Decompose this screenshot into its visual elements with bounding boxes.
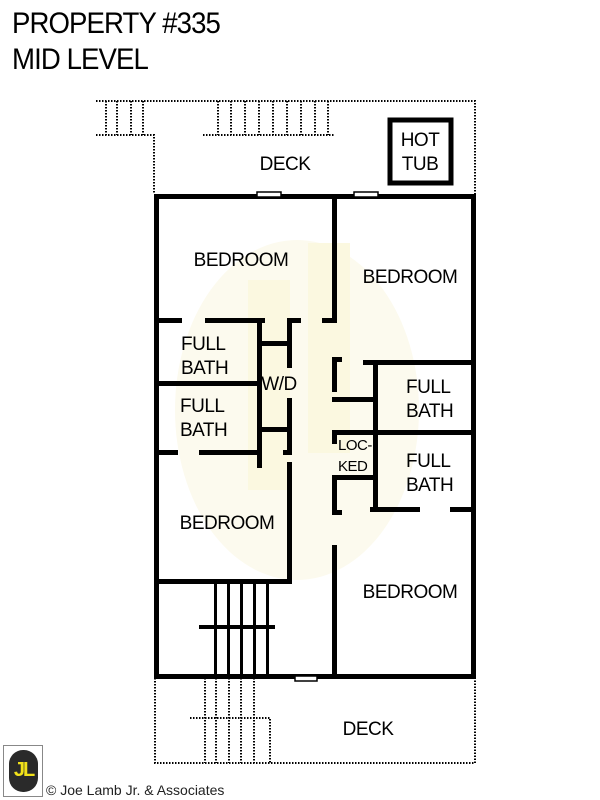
windows — [256, 191, 379, 682]
bath-left-lower-label-2: BATH — [180, 420, 227, 441]
logo-letters: JL — [13, 759, 35, 781]
hot-tub — [387, 117, 454, 186]
bath-left-lower-label: FULL — [180, 396, 224, 417]
property-title: PROPERTY #335 — [12, 7, 221, 40]
bedroom-bottom-right-label: BEDROOM — [363, 582, 458, 603]
bath-right-lower-label: FULL — [406, 451, 450, 472]
company-logo: JL — [3, 745, 43, 797]
washer-dryer-label: W/D — [261, 374, 296, 395]
bottom-deck — [154, 678, 476, 764]
bedroom-top-right-label: BEDROOM — [363, 267, 458, 288]
watermark-logo — [175, 240, 419, 580]
hot-tub-label-line1: HOT — [401, 130, 441, 151]
bedroom-mid-left-label: BEDROOM — [180, 513, 275, 534]
bath-right-lower-label-2: BATH — [406, 475, 453, 496]
bath-right-upper-label-2: BATH — [406, 401, 453, 422]
level-subtitle: MID LEVEL — [12, 43, 149, 76]
locked-label-2: KED — [338, 458, 368, 475]
bath-left-upper-label-2: BATH — [181, 358, 228, 379]
interior-walls — [154, 194, 476, 679]
bedroom-top-left-label: BEDROOM — [194, 250, 289, 271]
deck-top-label: DECK — [260, 154, 312, 175]
locked-label: LOC- — [338, 437, 372, 454]
logo-badge: JL — [9, 750, 38, 792]
hot-tub-label-line2: TUB — [402, 154, 439, 175]
deck-bottom-label: DECK — [343, 719, 395, 740]
copyright-notice: © Joe Lamb Jr. & Associates — [46, 782, 225, 798]
top-deck — [96, 100, 476, 194]
bath-right-upper-label: FULL — [406, 377, 450, 398]
bath-left-upper-label: FULL — [181, 334, 225, 355]
